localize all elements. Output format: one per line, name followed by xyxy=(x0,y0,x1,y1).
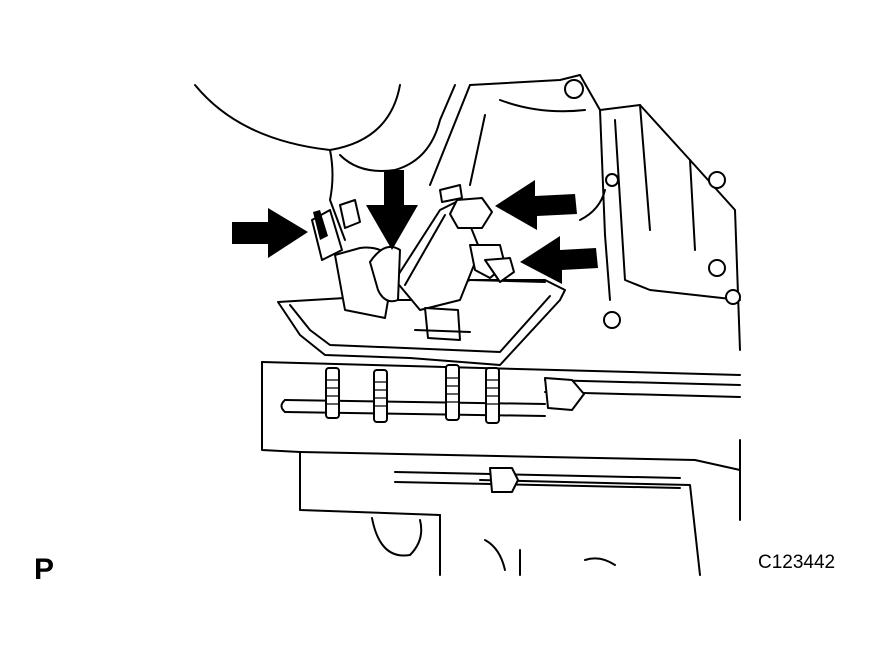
mount-bracket xyxy=(277,184,566,366)
arrow-left xyxy=(232,208,308,258)
arrow-right-lower xyxy=(520,236,598,284)
arrow-right-upper xyxy=(495,180,577,230)
transmission-housing xyxy=(194,74,741,351)
mount-studs xyxy=(325,364,500,424)
illustration-code: C123442 xyxy=(758,552,836,573)
view-label: P xyxy=(34,553,55,586)
crossmember xyxy=(261,361,741,576)
arrow-extra-indicator xyxy=(313,210,328,240)
arrow-down xyxy=(366,170,418,250)
